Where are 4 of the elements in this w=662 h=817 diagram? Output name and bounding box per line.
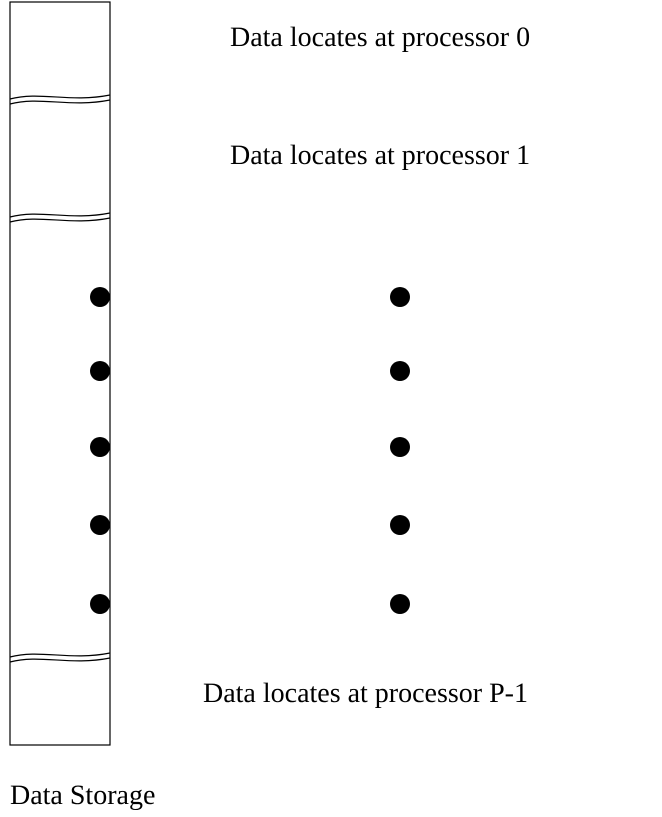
segment-label: Data locates at processor P-1 xyxy=(203,680,528,708)
column-caption: Data Storage xyxy=(10,782,156,810)
segment-label: Data locates at processor 0 xyxy=(230,24,530,52)
segment-label: Data locates at processor 1 xyxy=(230,142,530,170)
